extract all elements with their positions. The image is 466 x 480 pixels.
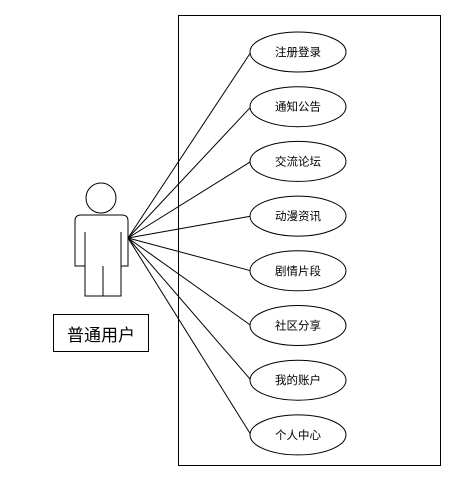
use-case-label: 注册登录 <box>275 45 321 59</box>
use-case: 注册登录 <box>249 31 347 73</box>
association-line <box>127 237 252 436</box>
association-line <box>127 215 252 239</box>
use-case-label: 动漫资讯 <box>275 209 321 223</box>
association-line <box>127 237 252 381</box>
use-case-ellipse <box>249 305 347 346</box>
use-case: 社区分享 <box>249 305 347 346</box>
use-case: 通知公告 <box>249 86 347 128</box>
use-case-label: 我的账户 <box>275 373 321 387</box>
use-case: 我的账户 <box>249 359 347 401</box>
association-lines <box>127 51 252 436</box>
use-case-label: 交流论坛 <box>275 154 321 168</box>
use-case-label: 个人中心 <box>275 428 321 442</box>
actor-head <box>85 182 117 214</box>
use-case: 动漫资讯 <box>249 195 347 237</box>
use-case-ellipse <box>249 195 347 237</box>
use-case-ellipse <box>249 359 347 401</box>
use-case: 剧情片段 <box>249 250 347 292</box>
use-case-ellipse <box>249 140 347 182</box>
use-case-ellipse <box>249 31 347 73</box>
use-case-label: 剧情片段 <box>275 264 321 278</box>
association-line <box>127 160 252 239</box>
use-case: 交流论坛 <box>249 140 347 182</box>
association-line <box>127 237 252 272</box>
actor-label: 普通用户 <box>53 314 149 352</box>
use-case-ellipse <box>249 250 347 292</box>
use-case: 个人中心 <box>249 414 347 456</box>
actor-figure <box>74 182 129 297</box>
association-line <box>127 51 252 239</box>
use-case-ellipse <box>249 86 347 128</box>
use-case-label: 社区分享 <box>275 319 321 333</box>
use-case-ellipse <box>249 414 347 456</box>
actor-body <box>74 214 129 297</box>
association-line <box>127 106 252 239</box>
use-case-label: 通知公告 <box>275 100 321 114</box>
association-line <box>127 237 252 326</box>
